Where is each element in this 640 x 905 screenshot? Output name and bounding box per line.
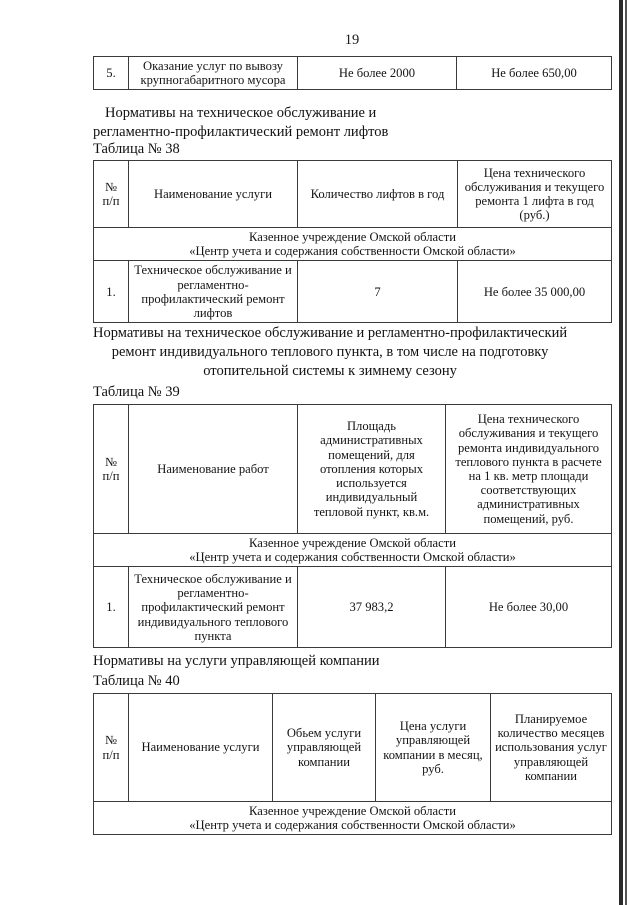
header-cell-service-name: Наименование услуги	[128, 693, 273, 802]
table-caption-38-text: Таблица № 38	[93, 141, 180, 157]
header-no-line2: п/п	[102, 747, 120, 762]
header-cell-price: Цена услуги управляющей компании в месяц…	[375, 693, 491, 802]
section-title-39-line1: Нормативы на техническое обслуживание и …	[93, 325, 568, 341]
org-line1: Казенное учреждение Омской области	[249, 804, 456, 818]
header-no-line1: №	[104, 454, 118, 469]
table-38: № п/п Наименование услуги Количество лиф…	[93, 160, 612, 324]
table-40-wrapper: № п/п Наименование услуги Обьем услуги у…	[93, 693, 612, 836]
table-caption-40: Таблица № 40	[93, 672, 180, 690]
table-39-wrapper: № п/п Наименование работ Площадь админис…	[93, 404, 612, 649]
table-org-row: Казенное учреждение Омской области «Цент…	[93, 532, 612, 568]
table-37-continuation: 5. Оказание услуг по вывозу крупногабари…	[93, 55, 612, 91]
table-caption-40-text: Таблица № 40	[93, 673, 180, 689]
table-org-row: Казенное учреждение Омской области «Цент…	[93, 226, 612, 262]
table-39: № п/п Наименование работ Площадь админис…	[93, 404, 612, 649]
table-header-row: № п/п Наименование услуги Обьем услуги у…	[93, 693, 612, 802]
section-title-38: Нормативы на техническое обслуживание и …	[93, 104, 388, 142]
header-no-line2: п/п	[102, 194, 120, 208]
scan-edge-white	[628, 0, 640, 905]
org-line2: «Центр учета и содержания собственности …	[189, 818, 516, 833]
scan-edge-dark	[619, 0, 623, 905]
table-40: № п/п Наименование услуги Обьем услуги у…	[93, 693, 612, 836]
header-no-line1: №	[104, 179, 118, 194]
cell-row-number: 5.	[93, 55, 129, 91]
org-line2: «Центр учета и содержания собственности …	[189, 244, 516, 259]
org-line2: «Центр учета и содержания собственности …	[189, 550, 516, 565]
header-cell-no: № п/п	[93, 160, 129, 228]
section-title-39: Нормативы на техническое обслуживание и …	[93, 324, 567, 381]
cell-area: 37 983,2	[297, 566, 446, 649]
table-caption-39: Таблица № 39	[93, 383, 180, 401]
header-no-line2: п/п	[102, 469, 120, 483]
table-37-tail: 5. Оказание услуг по вывозу крупногабари…	[93, 55, 612, 91]
header-cell-no: № п/п	[93, 693, 129, 802]
header-cell-area: Площадь административных помещений, для …	[297, 404, 446, 534]
header-cell-service-name: Наименование услуги	[128, 160, 298, 228]
cell-row-number: 1.	[93, 566, 129, 649]
cell-work-name: Техническое обслуживание и регламентно-п…	[128, 566, 298, 649]
cell-price: Не более 650,00	[456, 55, 612, 91]
section-title-40: Нормативы на услуги управляющей компании	[93, 652, 380, 671]
header-cell-no: № п/п	[93, 404, 129, 534]
cell-price: Не более 35 000,00	[457, 260, 612, 324]
scan-edge-gray	[625, 0, 627, 905]
table-row: 1. Техническое обслуживание и регламентн…	[93, 566, 612, 649]
table-row: 1. Техническое обслуживание и регламентн…	[93, 260, 612, 324]
header-no-line1: №	[104, 733, 118, 748]
cell-row-number: 1.	[93, 260, 129, 324]
section-title-39-line3: отопительной системы к зимнему сезону	[203, 363, 457, 379]
cell-service-name: Техническое обслуживание и регламентно-п…	[128, 260, 298, 324]
section-title-38-line1: Нормативы на техническое обслуживание и	[105, 105, 377, 121]
section-title-39-line2: ремонт индивидуального теплового пункта,…	[111, 344, 549, 360]
header-cell-lift-count: Количество лифтов в год	[297, 160, 458, 228]
header-cell-price: Цена технического обслуживания и текущег…	[457, 160, 612, 228]
cell-price: Не более 30,00	[445, 566, 612, 649]
table-header-row: № п/п Наименование работ Площадь админис…	[93, 404, 612, 534]
table-row: 5. Оказание услуг по вывозу крупногабари…	[93, 55, 612, 91]
section-title-40-line1: Нормативы на услуги управляющей компании	[93, 653, 380, 669]
section-title-38-line2: регламентно-профилактический ремонт лифт…	[93, 124, 389, 140]
header-cell-volume: Обьем услуги управляющей компании	[272, 693, 376, 802]
table-org-row: Казенное учреждение Омской области «Цент…	[93, 800, 612, 836]
cell-service-name: Оказание услуг по вывозу крупногабаритно…	[128, 55, 298, 91]
page-number: 19	[344, 32, 360, 48]
table-header-row: № п/п Наименование услуги Количество лиф…	[93, 160, 612, 228]
table-38-wrapper: № п/п Наименование услуги Количество лиф…	[93, 160, 612, 324]
org-line1: Казенное учреждение Омской области	[249, 230, 456, 244]
header-cell-work-name: Наименование работ	[128, 404, 298, 534]
table-caption-39-text: Таблица № 39	[93, 384, 180, 400]
org-cell: Казенное учреждение Омской области «Цент…	[93, 532, 612, 568]
header-cell-price: Цена технического обслуживания и текущег…	[445, 404, 612, 534]
org-cell: Казенное учреждение Омской области «Цент…	[93, 226, 612, 262]
cell-lift-count: 7	[297, 260, 458, 324]
header-cell-months: Планируемое количество месяцев использов…	[490, 693, 612, 802]
table-caption-38: Таблица № 38	[93, 140, 180, 158]
org-line1: Казенное учреждение Омской области	[249, 536, 456, 550]
cell-quantity: Не более 2000	[297, 55, 457, 91]
org-cell: Казенное учреждение Омской области «Цент…	[93, 800, 612, 836]
